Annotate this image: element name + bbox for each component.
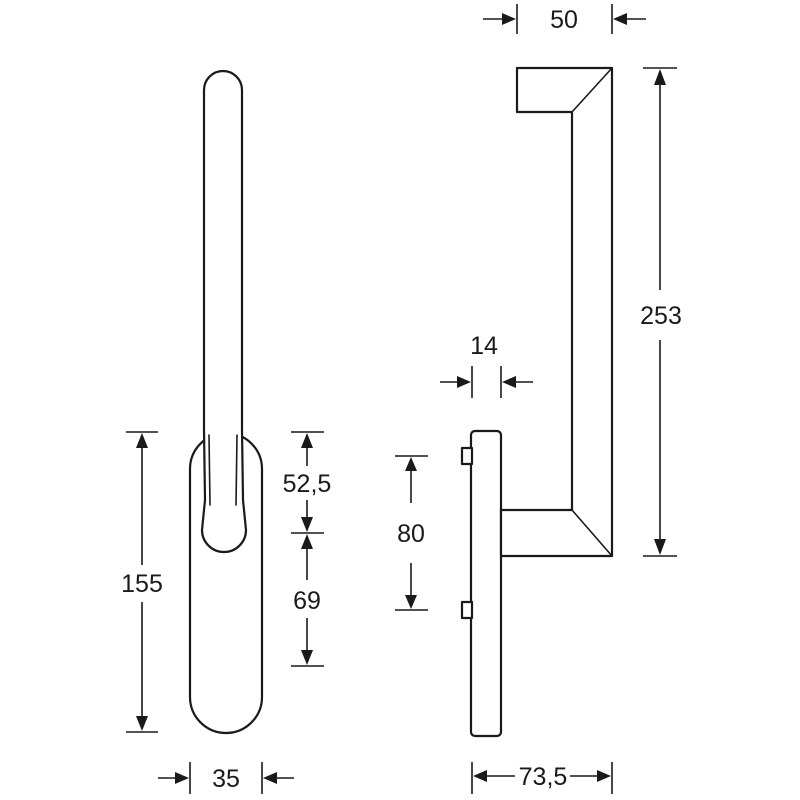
dimension-label-rose-width: 35 [212,765,240,793]
upper-stud [460,446,474,466]
dimension-label-rose-height: 155 [121,570,163,598]
side-view [460,66,614,738]
front-view [188,69,264,735]
dimension-rose-height: 155 [121,431,163,733]
dimension-hole-spacing: 80 [395,455,428,611]
dimension-neck-width: 14 [440,332,533,398]
dimension-label-lower-offset: 69 [293,587,321,615]
front-lever-taper [208,434,238,506]
dimension-label-hole-spacing: 80 [397,520,425,548]
dimension-offsets: 52,5 69 [283,431,332,667]
side-lever [499,66,614,558]
side-lever-bevel [571,67,613,557]
dimension-label-neck-width: 14 [470,332,498,360]
side-backplate [469,429,503,738]
front-lever [200,69,248,554]
dimension-width-top: 50 [483,4,646,34]
dimension-label-depth: 73,5 [519,763,568,791]
dimension-label-height-total: 253 [640,302,682,330]
dimension-label-width-top: 50 [550,6,578,34]
dimension-label-upper-offset: 52,5 [283,470,332,498]
dimension-depth: 73,5 [471,762,613,794]
lower-stud [460,600,474,620]
dimension-lines: 50 253 14 [121,4,682,794]
dimension-height-total: 253 [640,67,682,557]
dimension-rose-width: 35 [158,762,294,794]
